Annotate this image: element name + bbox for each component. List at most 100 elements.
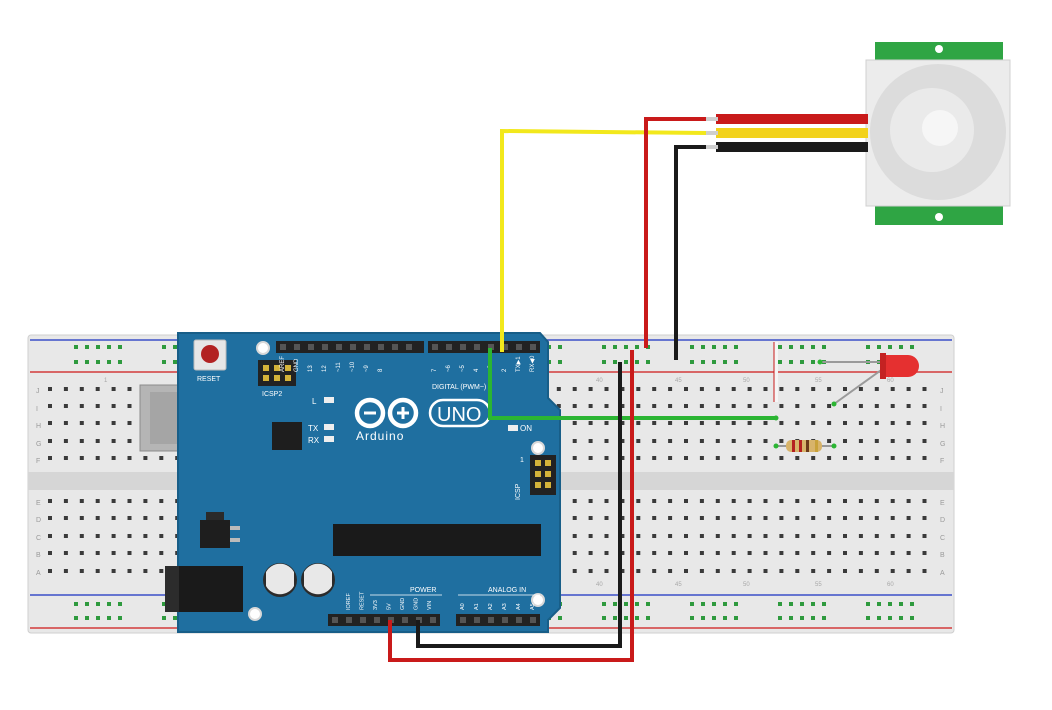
- analog-label: ANALOG IN: [488, 587, 526, 594]
- terminal-hole: [699, 534, 704, 538]
- column-number: 40: [596, 378, 603, 384]
- terminal-hole: [111, 499, 116, 503]
- terminal-hole: [890, 421, 895, 425]
- terminal-hole: [779, 569, 784, 573]
- terminal-hole: [111, 534, 116, 538]
- terminal-hole: [858, 404, 863, 408]
- terminal-hole: [652, 516, 657, 520]
- rail-hole: [866, 345, 870, 349]
- header-pin: [460, 344, 466, 350]
- rail-hole: [602, 602, 606, 606]
- terminal-hole: [779, 534, 784, 538]
- terminal-hole: [668, 516, 673, 520]
- power-pin-label: RESET: [360, 591, 366, 610]
- rail-hole: [888, 345, 892, 349]
- icsp2-pin: [285, 365, 291, 371]
- rail-hole: [822, 602, 826, 606]
- terminal-hole: [795, 404, 800, 408]
- terminal-hole: [79, 404, 84, 408]
- row-letter: I: [940, 406, 942, 413]
- terminal-hole: [636, 516, 641, 520]
- terminal-hole: [890, 534, 895, 538]
- terminal-hole: [890, 516, 895, 520]
- terminal-hole: [858, 551, 863, 555]
- terminal-hole: [763, 569, 768, 573]
- header-pin: [294, 344, 300, 350]
- terminal-hole: [636, 387, 641, 391]
- digital-pin-label: ~10: [350, 361, 356, 372]
- tx-led: [324, 424, 334, 430]
- pir-dome-center: [922, 110, 958, 146]
- terminal-hole: [827, 404, 832, 408]
- column-number: 45: [675, 378, 682, 384]
- reset-button-cap[interactable]: [201, 345, 219, 363]
- terminal-hole: [843, 551, 847, 555]
- row-letters-right: J I H G F E D C B A: [940, 388, 945, 577]
- icsp2-label: ICSP2: [262, 391, 282, 398]
- terminal-hole: [779, 387, 784, 391]
- terminal-hole: [795, 551, 800, 555]
- rail-hole: [635, 602, 639, 606]
- terminal-hole: [143, 569, 148, 573]
- terminal-hole: [159, 569, 164, 573]
- terminal-hole: [95, 439, 100, 443]
- terminal-hole: [63, 516, 68, 520]
- terminal-hole: [699, 569, 704, 573]
- terminal-hole: [604, 456, 609, 460]
- row-letter: B: [940, 552, 945, 559]
- terminal-hole: [111, 439, 116, 443]
- terminal-hole: [95, 456, 100, 460]
- terminal-hole: [699, 387, 704, 391]
- row-letter: B: [36, 552, 41, 559]
- terminal-hole: [858, 387, 863, 391]
- terminal-hole: [668, 534, 673, 538]
- rail-hole: [173, 616, 177, 620]
- rail-hole: [723, 616, 727, 620]
- terminal-hole: [699, 499, 704, 503]
- rail-hole: [866, 602, 870, 606]
- terminal-hole: [715, 404, 720, 408]
- tx-led-label: TX: [308, 424, 319, 433]
- resistor-band: [799, 440, 802, 452]
- terminal-hole: [48, 421, 52, 425]
- column-numbers: 1 40 45 50 55 60 40 45 50 55 60: [104, 378, 894, 588]
- terminal-hole: [79, 439, 84, 443]
- header-pin: [446, 344, 452, 350]
- terminal-hole: [795, 534, 800, 538]
- row-letter: G: [940, 441, 945, 448]
- rail-hole: [118, 602, 122, 606]
- terminal-hole: [652, 439, 657, 443]
- terminal-hole: [588, 404, 593, 408]
- pir-mount-hole: [935, 213, 943, 221]
- terminal-hole: [111, 387, 116, 391]
- terminal-hole: [699, 516, 704, 520]
- terminal-hole: [143, 456, 148, 460]
- terminal-hole: [127, 551, 132, 555]
- terminal-hole: [48, 439, 52, 443]
- terminal-hole: [731, 569, 736, 573]
- terminal-hole: [95, 534, 100, 538]
- terminal-hole: [747, 404, 752, 408]
- header-pin: [402, 617, 408, 623]
- terminal-hole: [827, 516, 832, 520]
- terminal-hole: [715, 516, 720, 520]
- row-letter: E: [36, 500, 41, 507]
- terminal-hole: [620, 421, 625, 425]
- terminal-hole: [890, 387, 895, 391]
- rail-hole: [778, 345, 782, 349]
- power-pin-label: GND: [414, 598, 420, 610]
- terminal-hole: [890, 569, 895, 573]
- terminal-hole: [48, 516, 52, 520]
- terminal-hole: [652, 569, 657, 573]
- terminal-hole: [684, 439, 688, 443]
- terminal-hole: [604, 551, 609, 555]
- header-pin: [516, 617, 522, 623]
- terminal-hole: [48, 551, 52, 555]
- terminal-hole: [731, 551, 736, 555]
- rail-hole: [811, 602, 815, 606]
- terminal-hole: [811, 387, 816, 391]
- terminal-hole: [858, 569, 863, 573]
- terminal-hole: [731, 421, 736, 425]
- power-pin-label: 3V3: [373, 600, 379, 610]
